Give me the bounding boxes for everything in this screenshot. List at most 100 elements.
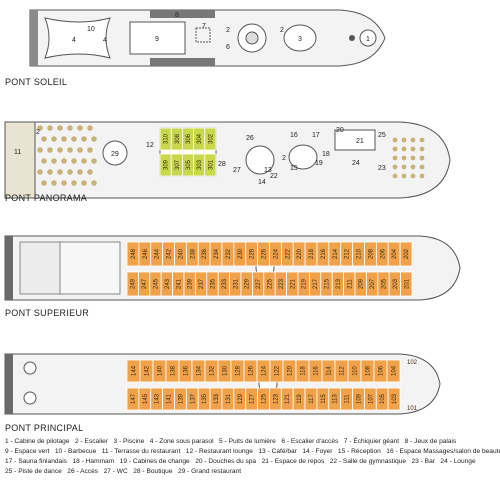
deck-number: 8	[175, 12, 179, 19]
table-icon	[91, 180, 97, 186]
table-icon	[67, 125, 73, 131]
cabin-number: 117	[309, 394, 315, 404]
cabin-number: 207	[370, 278, 376, 289]
cabin-number: 136	[184, 365, 190, 376]
cabin-number: 221	[290, 278, 296, 289]
seat-icon	[419, 173, 425, 179]
cabin-number: 133	[214, 393, 220, 404]
table-icon	[81, 158, 87, 164]
deck-number: 23	[378, 165, 386, 172]
cabin-number: 309	[164, 159, 170, 170]
seat-icon	[401, 146, 407, 152]
table-icon	[81, 180, 87, 186]
cabin[interactable]	[387, 387, 401, 411]
seat-icon	[410, 173, 416, 179]
cabin[interactable]	[204, 153, 217, 177]
cabin-number: 147	[131, 393, 137, 404]
cabin-number: 125	[262, 393, 268, 404]
table-icon	[91, 136, 97, 142]
deck-number: 2	[280, 27, 284, 34]
deck-number: 1	[366, 36, 370, 43]
cabin-number: 102	[407, 360, 418, 366]
cabin-number: 132	[210, 365, 216, 376]
cabin-number: 222	[285, 248, 291, 259]
cabin-number: 308	[175, 133, 181, 144]
cabin-number: 103	[392, 393, 398, 404]
table-icon	[67, 147, 73, 153]
cabin-number: 201	[404, 278, 410, 289]
cabin-number: 214	[333, 248, 339, 259]
cabin-number: 114	[327, 366, 333, 376]
cabin-number: 240	[178, 248, 184, 259]
cabin[interactable]	[386, 359, 401, 383]
deck-number: 16	[290, 132, 298, 139]
cabin[interactable]	[399, 241, 413, 267]
table-icon	[81, 136, 87, 142]
cabin-number: 242	[167, 248, 173, 259]
cabin-number: 142	[145, 365, 151, 376]
cabin-number: 235	[211, 278, 217, 289]
deck-number: 18	[322, 151, 330, 158]
legend-line: 17 - Sauna finlandais 18 - Hammam 19 - C…	[5, 458, 476, 465]
soleil-numbers: 8 4 10 4 9 7 2 6 2 3 1	[72, 12, 370, 51]
cabin-number: 123	[273, 393, 279, 404]
cabin-number: 122	[275, 365, 281, 376]
cabin-number: 239	[188, 278, 194, 289]
cabin-number: 135	[202, 393, 208, 404]
cabin-number: 236	[202, 248, 208, 259]
cabin-number: 216	[321, 248, 327, 259]
table-icon	[51, 136, 57, 142]
table-icon	[57, 169, 63, 175]
seat-icon	[419, 137, 425, 143]
deck-number: 2	[282, 155, 286, 162]
deck-number: 17	[312, 132, 320, 139]
table-icon	[47, 169, 53, 175]
table-icon	[71, 180, 77, 186]
cabin-number: 304	[197, 133, 203, 144]
deck-number: 10	[87, 26, 95, 33]
cabin-number: 248	[131, 248, 137, 259]
deck-number: 21	[356, 138, 364, 145]
cabin-number: 112	[340, 366, 346, 376]
cabin-number: 205	[382, 278, 388, 289]
cabin-number: 111	[345, 394, 351, 404]
cabin-number: 238	[190, 248, 196, 259]
deck-label-panorama: PONT PANORAMA	[5, 193, 88, 203]
deck-number: 9	[155, 36, 159, 43]
cabin-number: 119	[297, 394, 303, 404]
table-icon	[71, 158, 77, 164]
deck-number: 2	[36, 129, 40, 136]
cabin[interactable]	[204, 127, 217, 151]
cabin-number: 301	[208, 159, 214, 170]
cabin-number: 231	[233, 278, 239, 289]
cabin-number: 126	[249, 365, 255, 376]
deck-soleil-plan: 8 4 10 4 9 7 2 6 2 3 1	[29, 9, 386, 67]
cabin-number: 244	[155, 248, 161, 259]
cabin-number: 206	[380, 248, 386, 259]
cabin-number: 139	[178, 393, 184, 404]
deck-label-soleil: PONT SOLEIL	[5, 77, 68, 87]
deck-label-superieur: PONT SUPERIEUR	[5, 308, 90, 318]
table-icon	[57, 147, 63, 153]
cabin-number: 310	[164, 133, 170, 144]
cabin-number: 249	[131, 278, 137, 289]
cabin-number: 224	[273, 248, 279, 259]
cabin-number: 110	[353, 366, 359, 376]
cabin-number: 143	[155, 393, 161, 404]
cabin-number: 219	[302, 278, 308, 289]
cabin[interactable]	[400, 271, 413, 297]
cabin-number: 303	[197, 159, 203, 170]
cabin-number: 218	[309, 248, 315, 259]
cabin-number: 113	[333, 394, 339, 404]
seat-icon	[410, 164, 416, 170]
cabin-number: 203	[393, 278, 399, 289]
cabin-number: 134	[197, 365, 203, 376]
table-icon	[57, 125, 63, 131]
seat-icon	[401, 173, 407, 179]
cabin-number: 213	[336, 278, 342, 289]
cabin-number: 141	[167, 393, 173, 404]
table-icon	[87, 169, 93, 175]
cabin-number: 127	[250, 393, 256, 404]
